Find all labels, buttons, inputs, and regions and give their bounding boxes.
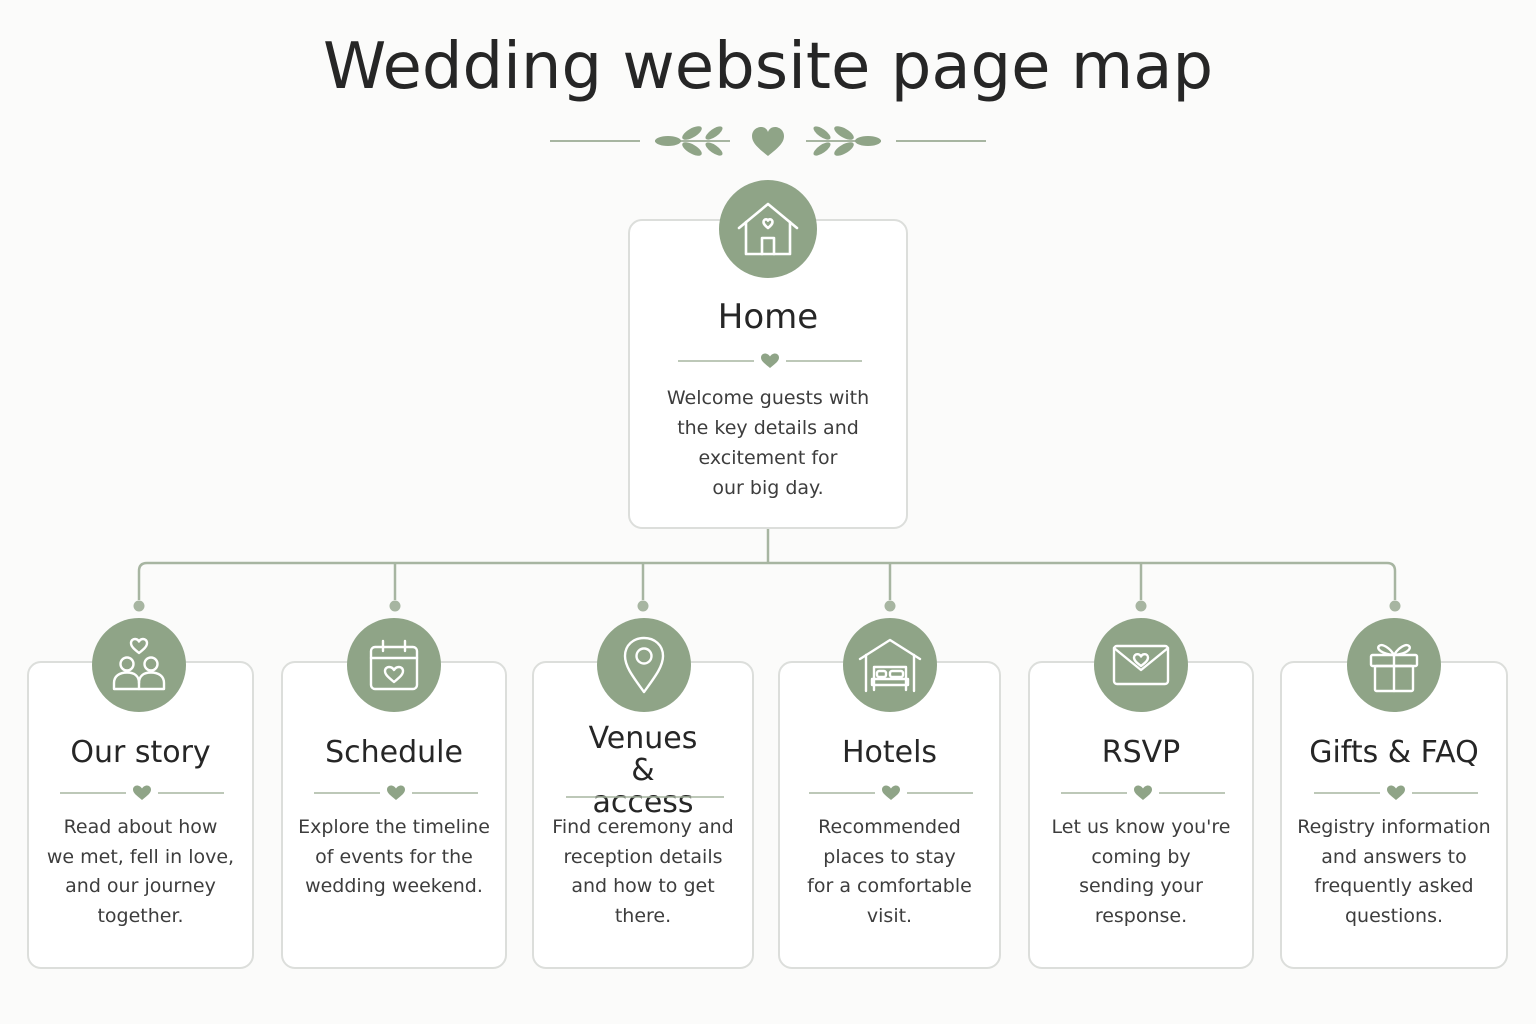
gift-icon	[1347, 618, 1441, 712]
house-heart-icon	[719, 180, 817, 278]
page-card-description: Registry information and answers to freq…	[1297, 816, 1491, 927]
leaf-heart-ornament	[550, 126, 986, 156]
home-description: Welcome guests with the key details and …	[666, 387, 870, 499]
heart-divider	[809, 785, 973, 800]
connector-dot	[389, 600, 401, 612]
page-title: Wedding website page map	[322, 30, 1214, 104]
page-card-title: Schedule	[325, 735, 463, 770]
page-card-description: Explore the timeline of events for the w…	[298, 816, 490, 897]
heart-divider	[314, 785, 478, 800]
page-card-title: Venues & access	[588, 721, 698, 820]
page-card-title: Our story	[70, 735, 211, 770]
couple-heart-icon	[92, 618, 186, 712]
page-card-description: Find ceremony and reception details and …	[552, 816, 734, 927]
page-card-title: Hotels	[841, 735, 938, 770]
page-card-gifts-faq[interactable]: Gifts & FAQ Registry information and ans…	[1280, 661, 1508, 969]
map-pin-icon	[597, 618, 691, 712]
page-card-title: RSVP	[1101, 735, 1181, 770]
divider	[566, 796, 724, 798]
page-card-venues-access[interactable]: Venues & access Find ceremony and recept…	[532, 661, 754, 969]
home-card[interactable]: Home Welcome guests with the key details…	[628, 219, 908, 529]
page-card-description: Recommended places to stay for a comfort…	[807, 816, 972, 927]
page-card-hotels[interactable]: Hotels Recommended places to stay for a …	[778, 661, 1001, 969]
home-title: Home	[717, 297, 819, 337]
page-card-our-story[interactable]: Our story Read about how we met, fell in…	[27, 661, 254, 969]
heart-divider	[1314, 785, 1478, 800]
page-card-description: Let us know you're coming by sending you…	[1051, 816, 1231, 927]
page-card-schedule[interactable]: Schedule Explore the timeline of events …	[281, 661, 507, 969]
connector-dot	[1389, 600, 1401, 612]
page-card-rsvp[interactable]: RSVP Let us know you're coming by sendin…	[1028, 661, 1254, 969]
envelope-heart-icon	[1094, 618, 1188, 712]
heart-divider	[60, 785, 224, 800]
connector-dot	[884, 600, 896, 612]
page-card-title: Gifts & FAQ	[1309, 735, 1479, 770]
connector-dot	[1135, 600, 1147, 612]
connector-dot	[133, 600, 145, 612]
heart-divider	[678, 353, 862, 368]
branch-connector	[137, 561, 1397, 600]
calendar-heart-icon	[347, 618, 441, 712]
heart-divider	[1061, 785, 1225, 800]
connector-dot	[637, 600, 649, 612]
hotel-bed-icon	[843, 618, 937, 712]
page-card-description: Read about how we met, fell in love, and…	[46, 816, 235, 927]
